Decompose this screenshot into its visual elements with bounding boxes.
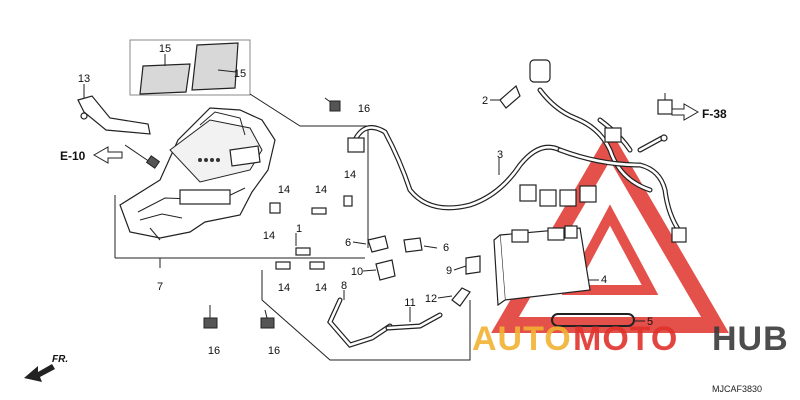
bolt-16-bottom-left [203,305,218,329]
callout-labels: 1 2 3 4 5 6 6 7 8 9 10 11 12 13 14 14 14… [78,43,653,357]
diagram-code: MJCAF3830 [712,384,762,394]
label-6b: 6 [443,242,449,254]
label-2: 2 [482,95,488,107]
label-1: 1 [296,223,302,235]
watermark-moto: MOTO [573,320,678,358]
label-14a: 14 [278,184,290,196]
watermark-auto: AUTO [472,320,572,358]
f38-reference-arrow [671,103,700,121]
e10-reference-arrow [92,146,123,164]
label-9: 9 [446,265,452,277]
part-14-clips [269,195,353,270]
part-7-holder [119,107,276,241]
label-14b: 14 [315,184,327,196]
bolt-left [124,144,161,169]
part-13-bracket [77,84,151,135]
watermark-brand: AUTO MOTO HUB [472,320,789,358]
label-14e: 14 [278,282,290,294]
label-16a: 16 [358,103,370,115]
label-5: 5 [647,316,653,328]
label-13: 13 [78,73,90,85]
part-6-clips [367,235,423,253]
leader-frame [114,93,471,361]
label-6a: 6 [345,237,351,249]
bolt-16-bottom-right [260,309,275,329]
leader-lines [295,158,645,322]
label-15a: 15 [159,43,171,55]
part-4-ecu [493,225,591,307]
label-16b: 16 [208,345,220,357]
label-3: 3 [497,149,503,161]
part-2-stay [490,84,521,109]
front-label: FR. [52,354,68,365]
part-9-clip [465,255,481,275]
part-5-band [551,313,635,327]
part-11-tube [385,312,443,331]
e10-reference-label: E-10 [60,149,86,163]
front-direction-arrow [24,364,55,382]
part-12-clip [451,287,471,307]
label-14d: 14 [263,230,275,242]
label-8: 8 [341,280,347,292]
watermark-hub: HUB [712,320,789,358]
part-15-pads [129,39,251,96]
part-8-tube [327,297,393,348]
label-11: 11 [404,297,415,309]
label-12: 12 [425,293,437,305]
f38-reference-label: F-38 [702,107,727,121]
grommet-part [657,93,673,115]
part-10-clip [375,259,396,281]
label-16c: 16 [268,345,280,357]
part-3-wire-harness [347,59,687,243]
label-10: 10 [351,266,363,278]
label-4: 4 [601,274,607,286]
bolt-16-top [324,97,341,112]
label-14c: 14 [344,169,356,181]
label-15b: 15 [234,68,246,80]
label-14f: 14 [315,282,327,294]
label-7: 7 [157,281,163,293]
